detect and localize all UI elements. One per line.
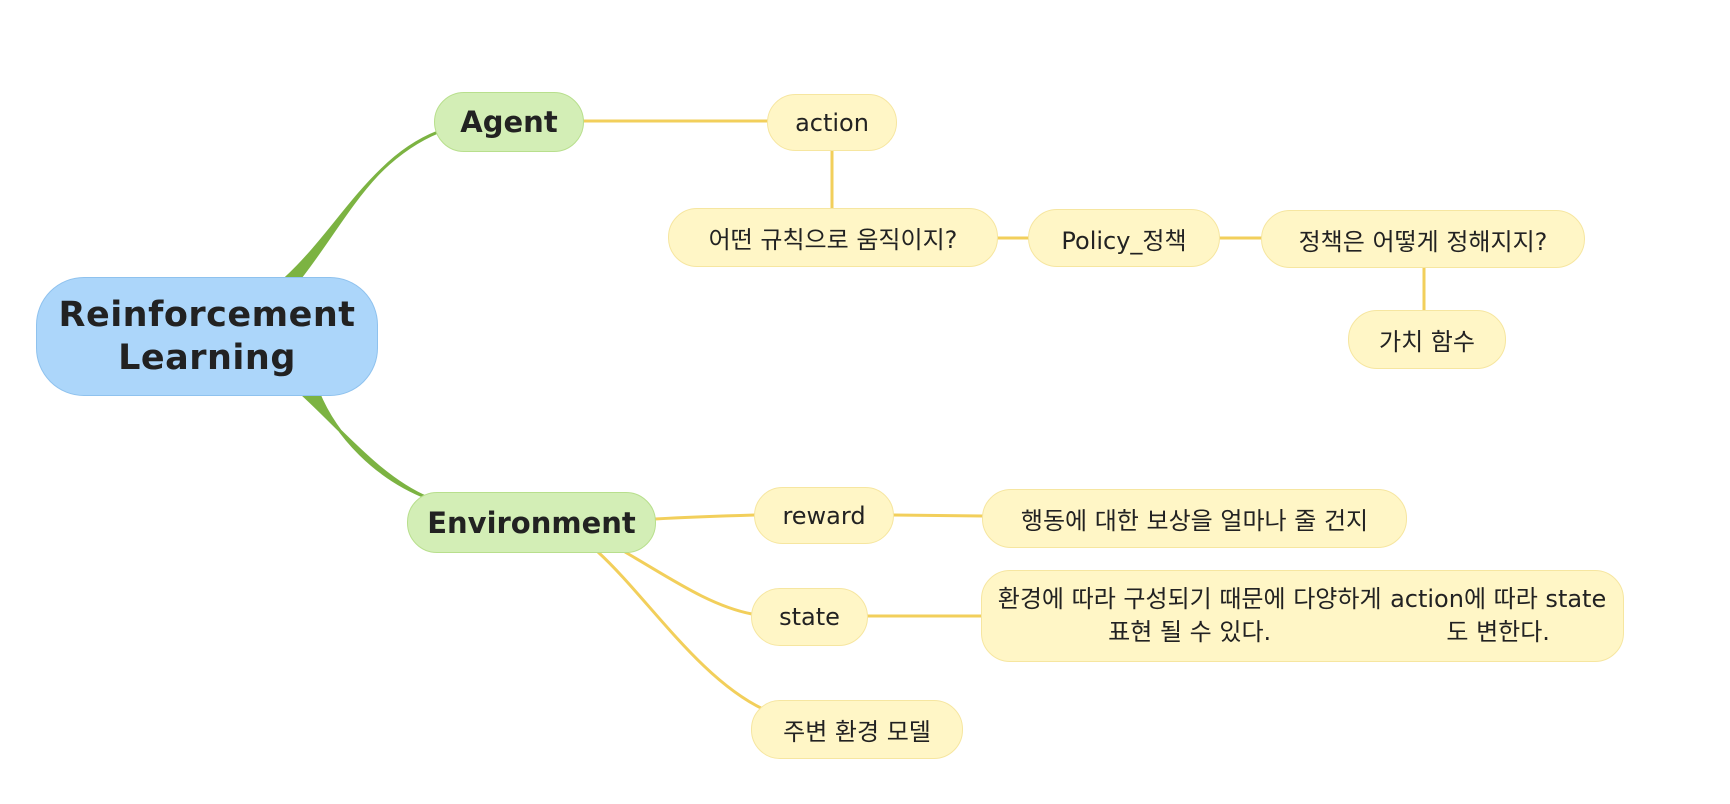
policy-node[interactable]: Policy_정책 xyxy=(1028,209,1220,267)
link-environment-reward xyxy=(654,513,756,521)
state-node[interactable]: state xyxy=(751,588,868,646)
state-description-line-1: 환경에 따라 구성되기 때문에 다양하게 표현 될 수 있다. xyxy=(997,585,1382,646)
link-environment-model xyxy=(596,550,766,712)
reward-node[interactable]: reward xyxy=(754,487,894,544)
root-node[interactable]: Reinforcement Learning xyxy=(36,277,378,396)
link-root-environment xyxy=(298,390,430,500)
value-function-node[interactable]: 가치 함수 xyxy=(1348,310,1506,369)
agent-node[interactable]: Agent xyxy=(434,92,584,152)
action-node[interactable]: action xyxy=(767,94,897,151)
link-environment-state xyxy=(624,550,753,616)
environment-node[interactable]: Environment xyxy=(407,492,656,553)
rule-question-node[interactable]: 어떤 규칙으로 움직이지? xyxy=(668,208,998,267)
state-description-line-2: action에 따라 state도 변한다. xyxy=(1390,585,1607,646)
reward-description-node[interactable]: 행동에 대한 보상을 얼마나 줄 건지 xyxy=(982,489,1407,548)
link-root-agent xyxy=(284,130,440,280)
state-description-node[interactable]: 환경에 따라 구성되기 때문에 다양하게 표현 될 수 있다. action에 … xyxy=(981,570,1624,662)
policy-question-node[interactable]: 정책은 어떻게 정해지지? xyxy=(1261,210,1585,268)
link-reward-rewarddesc xyxy=(892,513,984,518)
environment-model-node[interactable]: 주변 환경 모델 xyxy=(751,700,963,759)
